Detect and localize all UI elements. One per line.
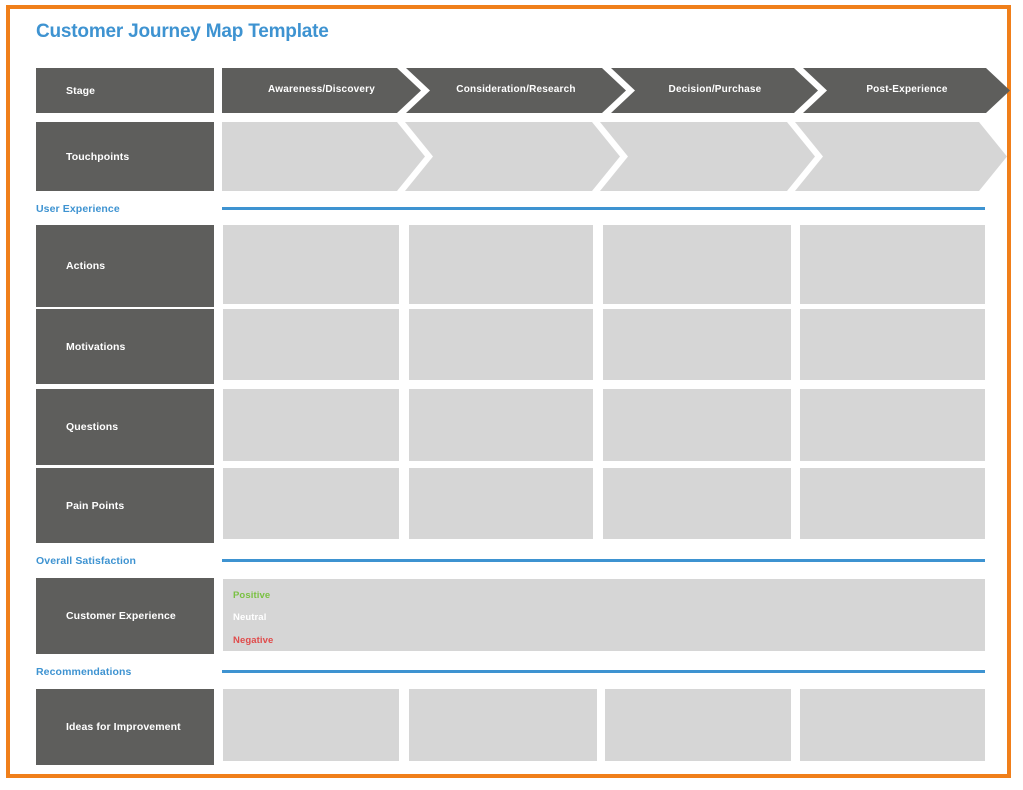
stage-label-4: Post-Experience	[866, 84, 948, 95]
cell-questions-4[interactable]	[800, 389, 985, 461]
journey-map-canvas: Customer Journey Map Template Stage Awar…	[10, 9, 1010, 774]
section-rule-recommendations	[222, 670, 985, 673]
satisfaction-legend-positive: Positive	[233, 590, 271, 601]
stage-arrow-1[interactable]	[222, 68, 421, 113]
stage-arrow-3[interactable]	[611, 68, 818, 113]
journey-map-page: Customer Journey Map Template Stage Awar…	[6, 5, 1011, 778]
cell-motivations-4[interactable]	[800, 309, 985, 380]
cell-actions-1[interactable]	[223, 225, 399, 304]
cell-motivations-3[interactable]	[603, 309, 791, 380]
row-label-ideas-for-improvement: Ideas for Improvement	[36, 689, 214, 765]
section-rule-overall-satisfaction	[222, 559, 985, 562]
satisfaction-legend-negative: Negative	[233, 635, 274, 646]
touchpoints-arrow-track	[222, 122, 1007, 191]
stage-arrow-2[interactable]	[406, 68, 626, 113]
cell-ideas-for-improvement-4[interactable]	[800, 689, 985, 761]
cell-motivations-2[interactable]	[409, 309, 593, 380]
touchpoints-cell-3[interactable]	[600, 122, 815, 191]
satisfaction-legend-neutral: Neutral	[233, 612, 267, 623]
row-label-questions: Questions	[36, 389, 214, 465]
cell-ideas-for-improvement-1[interactable]	[223, 689, 399, 761]
stage-arrow-4[interactable]	[803, 68, 1010, 113]
stage-arrow-track	[222, 68, 1010, 113]
row-label-stage: Stage	[36, 68, 214, 113]
row-label-motivations: Motivations	[36, 309, 214, 384]
cell-motivations-1[interactable]	[223, 309, 399, 380]
cell-questions-2[interactable]	[409, 389, 593, 461]
touchpoints-cell-4[interactable]	[795, 122, 1007, 191]
row-label-actions: Actions	[36, 225, 214, 307]
row-label-touchpoints: Touchpoints	[36, 122, 214, 191]
cell-ideas-for-improvement-3[interactable]	[605, 689, 791, 761]
cell-pain-points-1[interactable]	[223, 468, 399, 539]
page-title: Customer Journey Map Template	[36, 21, 329, 42]
cell-pain-points-4[interactable]	[800, 468, 985, 539]
section-heading-overall-satisfaction: Overall Satisfaction	[36, 555, 137, 567]
stage-label-2: Consideration/Research	[456, 84, 576, 95]
stage-label-3: Decision/Purchase	[668, 84, 762, 95]
cell-pain-points-2[interactable]	[409, 468, 593, 539]
section-heading-user-experience: User Experience	[36, 203, 120, 215]
row-label-pain-points: Pain Points	[36, 468, 214, 543]
stage-label-1: Awareness/Discovery	[267, 84, 375, 95]
section-heading-recommendations: Recommendations	[36, 666, 132, 678]
cell-actions-3[interactable]	[603, 225, 791, 304]
cell-questions-1[interactable]	[223, 389, 399, 461]
cell-ideas-for-improvement-2[interactable]	[409, 689, 597, 761]
cell-customer-experience-1[interactable]	[223, 579, 985, 651]
row-label-customer-experience: Customer Experience	[36, 578, 214, 654]
touchpoints-cell-2[interactable]	[405, 122, 620, 191]
touchpoints-cell-1[interactable]	[222, 122, 425, 191]
cell-pain-points-3[interactable]	[603, 468, 791, 539]
section-rule-user-experience	[222, 207, 985, 210]
cell-actions-2[interactable]	[409, 225, 593, 304]
cell-questions-3[interactable]	[603, 389, 791, 461]
cell-actions-4[interactable]	[800, 225, 985, 304]
